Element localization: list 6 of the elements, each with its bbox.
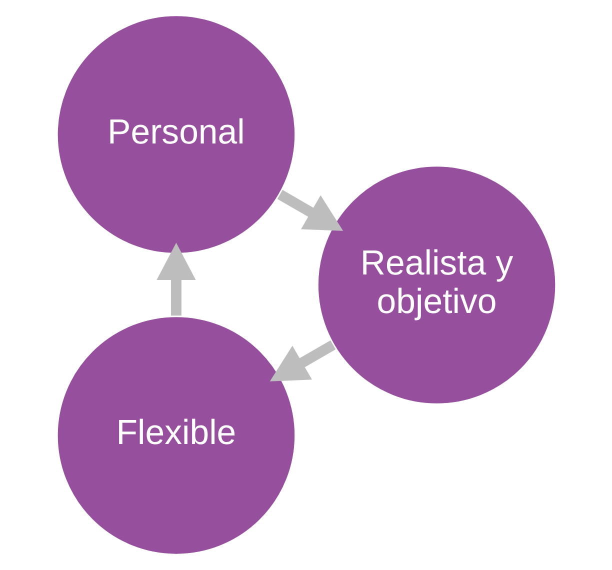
node-circle: Realista y objetivo — [316, 164, 556, 406]
arrow — [269, 340, 336, 382]
node-circle: Personal — [56, 14, 296, 255]
arrow — [276, 190, 343, 231]
arrow — [156, 242, 196, 316]
node-circle: Flexible — [56, 315, 296, 556]
